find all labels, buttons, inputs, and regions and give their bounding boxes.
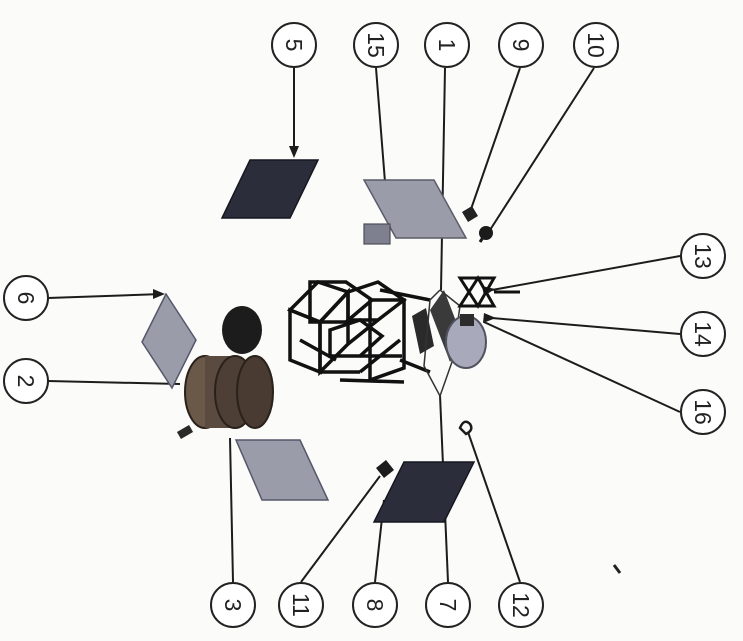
stray-mark: [612, 564, 622, 574]
callout-7: 7: [425, 582, 471, 628]
callout-5-text: 5: [281, 39, 307, 52]
part-12: [458, 420, 473, 436]
callout-10: 10: [573, 22, 619, 68]
arrow-14: [483, 313, 496, 323]
callout-8-text: 8: [362, 599, 388, 612]
callout-14: 14: [680, 311, 726, 357]
callout-3: 3: [210, 582, 256, 628]
panel-5: [220, 159, 320, 219]
leader-1: [440, 67, 446, 291]
callout-5: 5: [271, 22, 317, 68]
cylinder-foot: [176, 425, 194, 439]
callout-14-text: 14: [690, 321, 716, 347]
leader-10: [489, 67, 595, 231]
callout-1-text: 1: [434, 39, 460, 52]
leader-6: [47, 293, 163, 299]
leader-2: [47, 380, 181, 385]
callout-2-text: 2: [13, 375, 39, 388]
callout-11-text: 11: [288, 593, 314, 617]
callout-9: 9: [498, 22, 544, 68]
callouts: 5 15 1 9 10 13 14 16 6 2 3 11 8 7 12: [3, 22, 726, 628]
callout-15-text: 15: [363, 32, 389, 58]
arrow-5: [289, 146, 299, 158]
callout-13-text: 13: [690, 243, 716, 269]
leader-14: [491, 317, 681, 335]
box-15: [363, 223, 391, 245]
panel-6: [141, 292, 197, 390]
callout-2: 2: [3, 358, 49, 404]
callout-11: 11: [278, 582, 324, 628]
callout-16-text: 16: [690, 399, 716, 425]
leader-16: [483, 321, 681, 413]
part-16: [460, 314, 474, 326]
cylinder-cap: [222, 306, 262, 354]
callout-10-text: 10: [583, 32, 609, 58]
leader-12: [467, 431, 521, 583]
cylinder-3: [236, 355, 274, 429]
callout-9-text: 9: [508, 39, 534, 52]
panel-3: [234, 439, 330, 501]
frame-1: [286, 279, 431, 384]
truss-13: [457, 275, 520, 309]
leader-11: [300, 475, 381, 583]
callout-12-text: 12: [508, 592, 534, 618]
callout-12: 12: [498, 582, 544, 628]
callout-3-text: 3: [220, 599, 246, 612]
callout-16: 16: [680, 389, 726, 435]
callout-15: 15: [353, 22, 399, 68]
callout-6: 6: [3, 275, 49, 321]
arrow-6: [153, 289, 165, 299]
callout-1: 1: [424, 22, 470, 68]
part-9: [462, 206, 478, 222]
panel-8: [372, 461, 476, 523]
callout-7-text: 7: [435, 599, 461, 612]
callout-6-text: 6: [13, 292, 39, 305]
callout-13: 13: [680, 233, 726, 279]
leader-13: [491, 255, 681, 291]
part-11: [376, 460, 394, 478]
part-10-stem: [478, 232, 488, 243]
leader-3: [229, 437, 234, 583]
callout-8: 8: [352, 582, 398, 628]
frame-1-bracket: [412, 308, 434, 354]
leader-9: [469, 67, 521, 213]
